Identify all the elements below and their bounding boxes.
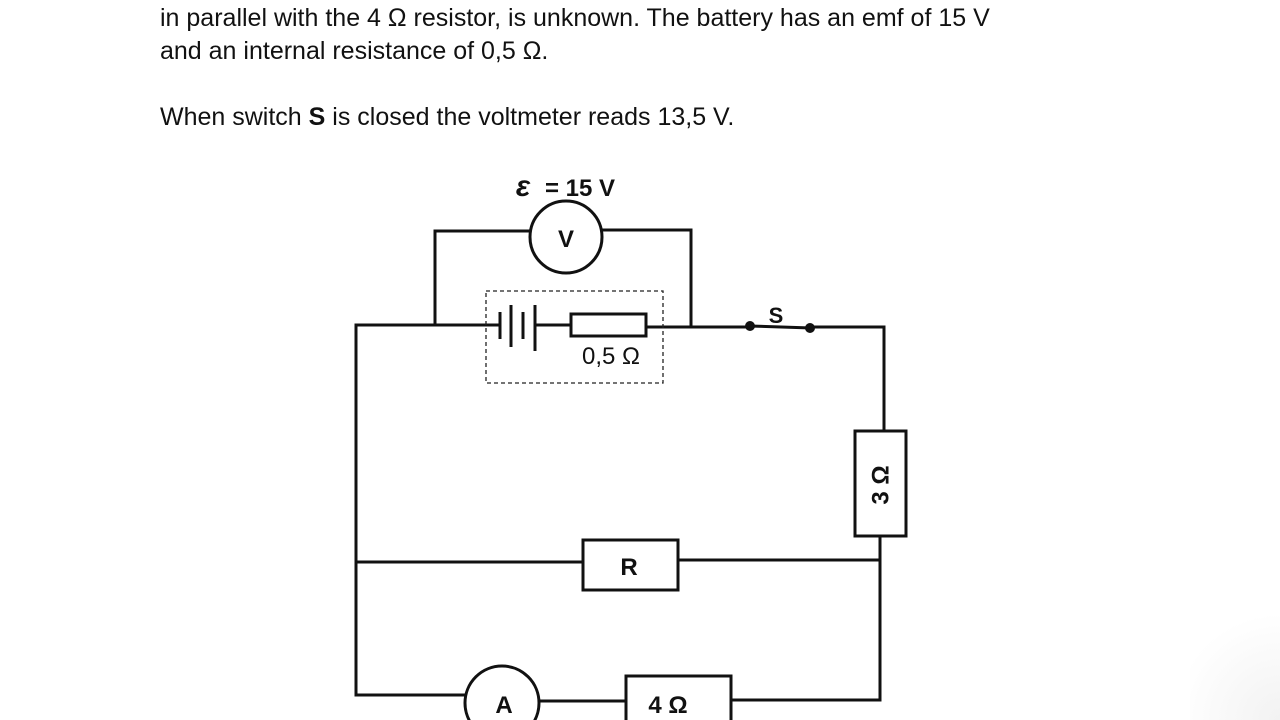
switch-statement-before: When switch	[160, 103, 309, 131]
internal-resistance-label: 0,5 Ω	[582, 343, 640, 370]
ammeter	[463, 664, 541, 720]
battery-enclosure-dashed	[485, 290, 664, 384]
resistor-3-ohm	[853, 429, 908, 538]
resistor-r-label: R	[620, 554, 637, 581]
voltmeter	[528, 199, 604, 275]
emf-value: = 15 V	[545, 175, 615, 202]
switch-lever	[748, 324, 812, 330]
ammeter-label: A	[495, 692, 512, 719]
switch-contact-left	[745, 321, 755, 331]
switch-contact-right	[805, 323, 815, 333]
question-line-1: in parallel with the 4 Ω resistor, is un…	[160, 4, 990, 32]
resistor-3-ohm-label: 3 Ω	[868, 465, 895, 504]
resistor-r	[581, 538, 680, 592]
internal-resistor	[569, 312, 648, 338]
switch-statement: When switch S is closed the voltmeter re…	[160, 101, 1160, 134]
page-corner-shading	[1190, 610, 1280, 720]
switch-statement-name: S	[308, 103, 326, 131]
question-line-2: and an internal resistance of 0,5 Ω.	[160, 37, 549, 65]
voltmeter-label: V	[558, 226, 574, 253]
resistor-4-ohm	[624, 674, 733, 720]
emf-symbol: ε	[516, 170, 531, 203]
battery-icon	[498, 305, 537, 351]
resistor-4-ohm-label: 4 Ω	[648, 692, 687, 719]
question-paragraph: in parallel with the 4 Ω resistor, is un…	[160, 2, 1160, 68]
switch-statement-after: is closed the voltmeter reads 13,5 V.	[325, 103, 735, 131]
switch-label: S	[769, 303, 784, 328]
